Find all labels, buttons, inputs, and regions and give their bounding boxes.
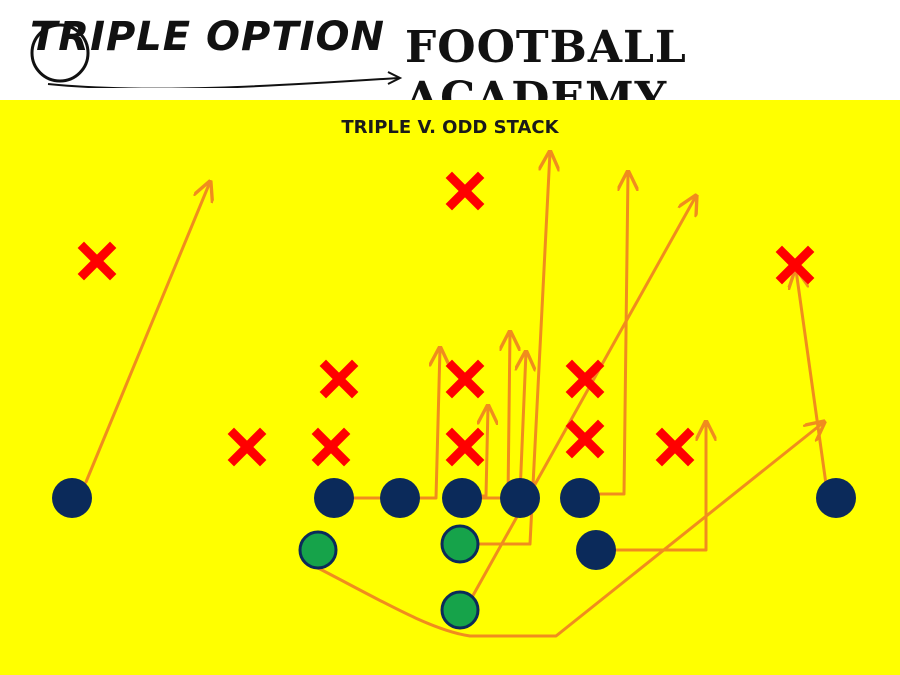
backs bbox=[298, 524, 480, 630]
play-title: TRIPLE V. ODD STACK bbox=[341, 117, 559, 138]
defender-x-icon bbox=[565, 419, 605, 459]
defenders bbox=[77, 171, 815, 467]
route-guard-right-deep bbox=[520, 352, 526, 496]
route-pitch-back bbox=[316, 422, 824, 638]
defender-x-icon bbox=[319, 359, 359, 399]
route-right-receiver bbox=[796, 270, 828, 486]
header: TRIPLE OPTION FOOTBALL ACADEMY bbox=[0, 0, 900, 124]
tackle-left bbox=[314, 478, 354, 518]
route-tackle-release bbox=[598, 172, 628, 496]
defender-x-icon bbox=[77, 241, 117, 281]
play-field bbox=[0, 100, 900, 675]
route-guard-climb bbox=[350, 348, 440, 500]
defender-x-icon bbox=[445, 359, 485, 399]
defender-x-icon bbox=[775, 245, 815, 285]
route-tight-end-block bbox=[596, 422, 706, 552]
quarterback bbox=[440, 590, 480, 630]
center bbox=[442, 478, 482, 518]
logo-script-text: TRIPLE OPTION bbox=[30, 14, 385, 60]
guard-left bbox=[380, 478, 420, 518]
tackle-right bbox=[560, 478, 600, 518]
defender-x-icon bbox=[655, 427, 695, 467]
halfback-left bbox=[298, 530, 338, 570]
split-end-left bbox=[52, 478, 92, 518]
routes bbox=[84, 152, 828, 638]
offense bbox=[52, 478, 856, 570]
defender-x-icon bbox=[227, 427, 267, 467]
tight-end-right bbox=[576, 530, 616, 570]
defender-x-icon bbox=[445, 171, 485, 211]
logo-circle-icon bbox=[30, 23, 403, 88]
route-center-climb bbox=[448, 332, 510, 500]
defender-x-icon bbox=[311, 427, 351, 467]
route-fullback-dive bbox=[476, 152, 550, 546]
defender-x-icon bbox=[565, 359, 605, 399]
guard-right bbox=[500, 478, 540, 518]
route-quarterback-option bbox=[464, 196, 696, 610]
route-left-receiver bbox=[84, 182, 210, 484]
route-guard-right-climb bbox=[474, 406, 488, 498]
split-end-right bbox=[816, 478, 856, 518]
defender-x-icon bbox=[445, 427, 485, 467]
fullback bbox=[440, 524, 480, 564]
